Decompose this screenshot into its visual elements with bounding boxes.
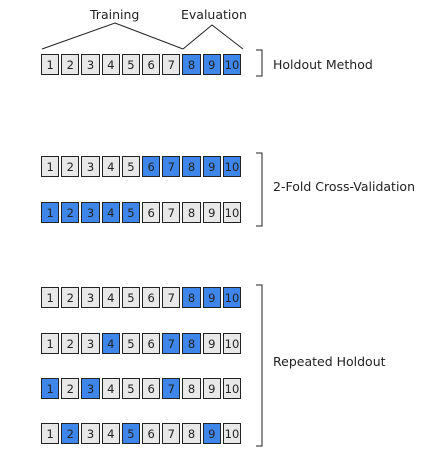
fold-cell: 9 [202,287,221,308]
fold-cell: 4 [101,423,120,444]
fold-cell: 8 [182,378,201,399]
fold-cell: 6 [142,423,161,444]
fold-cell: 10 [222,333,242,354]
fold-cell: 2 [61,202,80,223]
fold-cell: 10 [222,202,242,223]
fold-cell: 7 [162,423,181,444]
fold-cell: 3 [81,287,100,308]
fold-cell: 5 [121,202,141,223]
fold-cell: 9 [202,378,221,399]
fold-cell: 3 [81,423,100,444]
fold-cell: 10 [222,54,242,75]
fold-cell: 10 [222,423,242,444]
fold-cell: 8 [182,423,201,444]
fold-cell: 6 [142,156,161,177]
repeated-bracket [256,284,263,447]
fold-cell: 6 [142,378,161,399]
fold-cell: 1 [41,423,60,444]
fold-cell: 9 [202,333,221,354]
evaluation-label: Evaluation [181,7,247,22]
fold-cell: 5 [121,333,141,354]
training-label: Training [90,7,140,22]
fold-cell: 5 [121,156,141,177]
fold-cell: 9 [202,423,221,444]
fold-cell: 7 [162,202,181,223]
fold-cell: 2 [61,54,80,75]
fold-cell: 3 [81,333,100,354]
fold-cell: 8 [182,54,201,75]
fold-cell: 1 [41,378,60,399]
fold-cell: 4 [101,156,120,177]
fold-cell: 7 [162,156,181,177]
fold-cell: 2 [61,378,80,399]
fold-cell: 2 [61,423,80,444]
fold-cell: 9 [202,54,221,75]
fold-cell: 2 [61,156,80,177]
fold-cell: 8 [182,156,201,177]
holdout-method-label: Holdout Method [273,57,373,72]
fold-cell: 10 [222,378,242,399]
fold-cell: 3 [81,54,100,75]
fold-cell: 4 [101,333,120,354]
fold-cell: 6 [142,333,161,354]
fold-cell: 10 [222,287,242,308]
fold-cell: 3 [81,378,100,399]
fold-cell: 3 [81,202,100,223]
evaluation-caret [182,24,244,50]
fold-cell: 7 [162,378,181,399]
fold-cell: 7 [162,333,181,354]
fold-cell: 2 [61,287,80,308]
training-caret [41,22,184,50]
fold-cell: 1 [41,156,60,177]
fold-cell: 3 [81,156,100,177]
fold-cell: 4 [101,202,120,223]
fold-cell: 4 [101,287,120,308]
twofold-bracket [256,152,263,227]
fold-cell: 6 [142,202,161,223]
fold-cell: 1 [41,54,60,75]
fold-cell: 1 [41,333,60,354]
fold-cell: 8 [182,202,201,223]
fold-cell: 9 [202,156,221,177]
fold-cell: 6 [142,287,161,308]
fold-cell: 6 [142,54,161,75]
two-fold-cv-label: 2-Fold Cross-Validation [273,179,416,194]
fold-cell: 7 [162,287,181,308]
fold-cell: 9 [202,202,221,223]
fold-cell: 10 [222,156,242,177]
fold-cell: 5 [121,423,141,444]
holdout-bracket [256,49,263,77]
fold-cell: 4 [101,378,120,399]
fold-cell: 4 [101,54,120,75]
fold-cell: 2 [61,333,80,354]
fold-cell: 1 [41,202,60,223]
fold-cell: 7 [162,54,181,75]
fold-cell: 1 [41,287,60,308]
fold-cell: 8 [182,287,201,308]
fold-cell: 5 [121,287,141,308]
fold-cell: 8 [182,333,201,354]
repeated-holdout-label: Repeated Holdout [273,354,386,369]
fold-cell: 5 [121,378,141,399]
fold-cell: 5 [121,54,141,75]
